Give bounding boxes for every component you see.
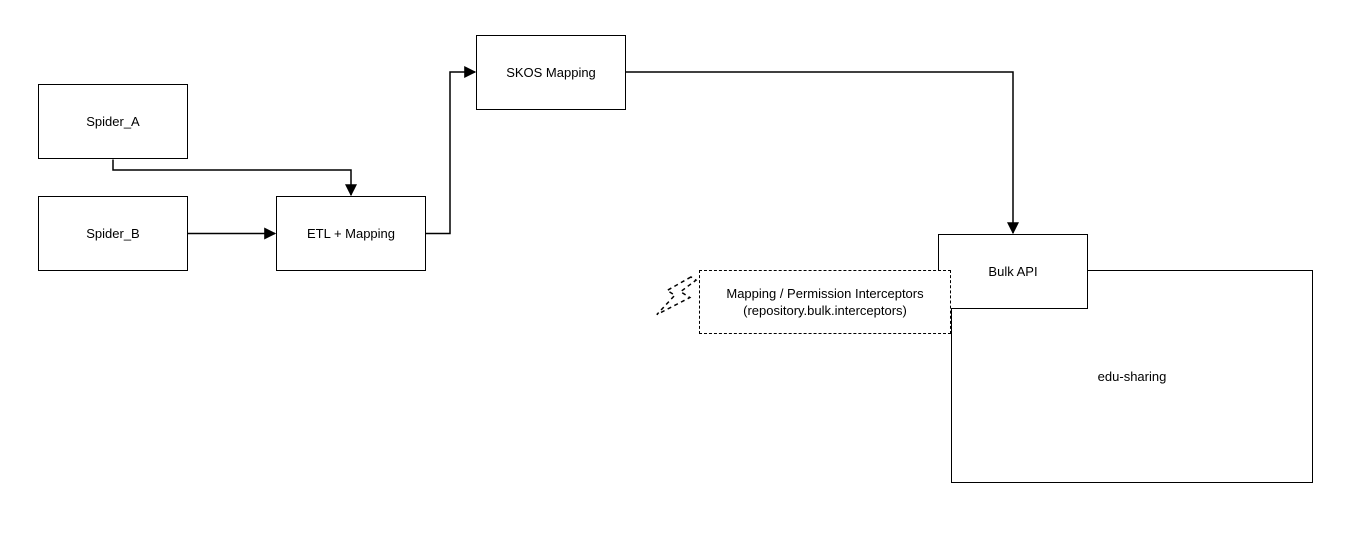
lightning-bolt-icon <box>656 276 698 316</box>
node-spider-a-label: Spider_A <box>86 114 140 129</box>
node-spider-b-label: Spider_B <box>86 226 140 241</box>
node-bulk-api: Bulk API <box>938 234 1088 309</box>
node-spider-b: Spider_B <box>38 196 188 271</box>
edge-etl-to-skos <box>426 66 477 235</box>
edge-skos-to-bulkapi <box>626 71 1019 235</box>
node-skos-mapping-label: SKOS Mapping <box>506 65 596 80</box>
node-interceptors-label-line1: Mapping / Permission Interceptors <box>726 286 924 301</box>
node-interceptors-label: Mapping / Permission Interceptors (repos… <box>726 285 923 319</box>
node-etl-mapping: ETL + Mapping <box>276 196 426 271</box>
node-interceptors-label-line2: (repository.bulk.interceptors) <box>743 303 907 318</box>
node-edu-sharing-label: edu-sharing <box>1097 369 1167 384</box>
node-skos-mapping: SKOS Mapping <box>476 35 626 110</box>
node-bulk-api-label: Bulk API <box>988 264 1038 279</box>
node-spider-a: Spider_A <box>38 84 188 159</box>
node-interceptors: Mapping / Permission Interceptors (repos… <box>699 270 951 334</box>
edge-spiderA-to-etl <box>112 159 357 197</box>
node-etl-mapping-label: ETL + Mapping <box>306 226 396 241</box>
